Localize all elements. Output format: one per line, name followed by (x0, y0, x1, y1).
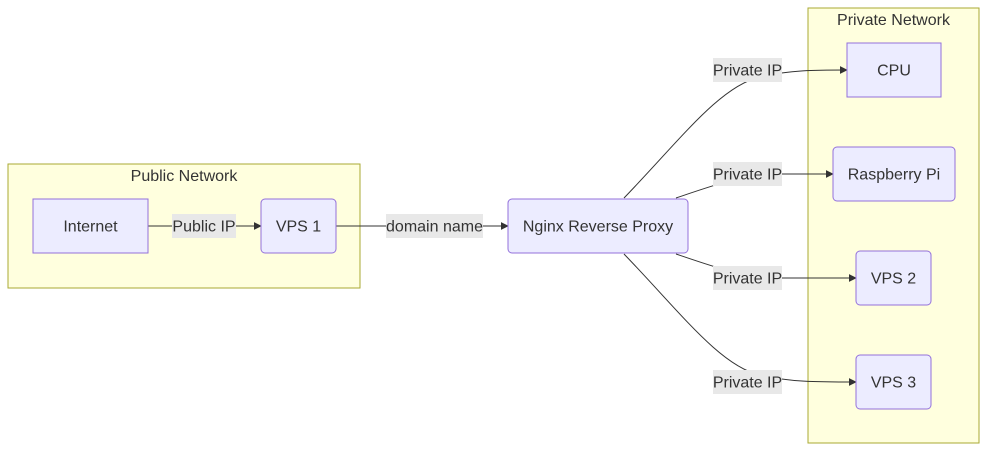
svg-text:Private IP: Private IP (713, 271, 782, 288)
svg-text:CPU: CPU (877, 63, 911, 80)
svg-text:Private IP: Private IP (713, 375, 782, 392)
node-vps3[interactable]: VPS 3 (855, 354, 932, 410)
node-cpu[interactable]: CPU (846, 42, 942, 98)
edge-label-private-ip-vps2: Private IP (713, 266, 782, 290)
node-internet[interactable]: Internet (32, 198, 149, 254)
svg-text:VPS 1: VPS 1 (276, 219, 321, 236)
svg-text:Nginx Reverse Proxy: Nginx Reverse Proxy (523, 219, 673, 236)
svg-text:Internet: Internet (63, 219, 118, 236)
edge-label-domain-name: domain name (386, 214, 483, 238)
node-vps1[interactable]: VPS 1 (260, 198, 337, 254)
svg-text:Private IP: Private IP (713, 167, 782, 184)
cluster-private-network-label: Private Network (837, 12, 951, 29)
svg-text:Raspberry Pi: Raspberry Pi (848, 167, 940, 184)
svg-text:Private IP: Private IP (713, 63, 782, 80)
svg-text:Public IP: Public IP (172, 219, 235, 236)
cluster-public-network-label: Public Network (131, 168, 239, 185)
svg-text:VPS 3: VPS 3 (871, 375, 916, 392)
edge-label-private-ip-raspberry: Private IP (713, 162, 782, 186)
svg-text:VPS 2: VPS 2 (871, 271, 916, 288)
node-nginx-reverse-proxy[interactable]: Nginx Reverse Proxy (507, 198, 689, 254)
edge-label-private-ip-vps3: Private IP (713, 370, 782, 394)
node-vps2[interactable]: VPS 2 (855, 250, 932, 306)
edge-label-public-ip: Public IP (172, 214, 236, 238)
svg-text:domain name: domain name (386, 219, 483, 236)
node-raspberry-pi[interactable]: Raspberry Pi (832, 146, 956, 202)
edge-label-private-ip-cpu: Private IP (713, 58, 782, 82)
